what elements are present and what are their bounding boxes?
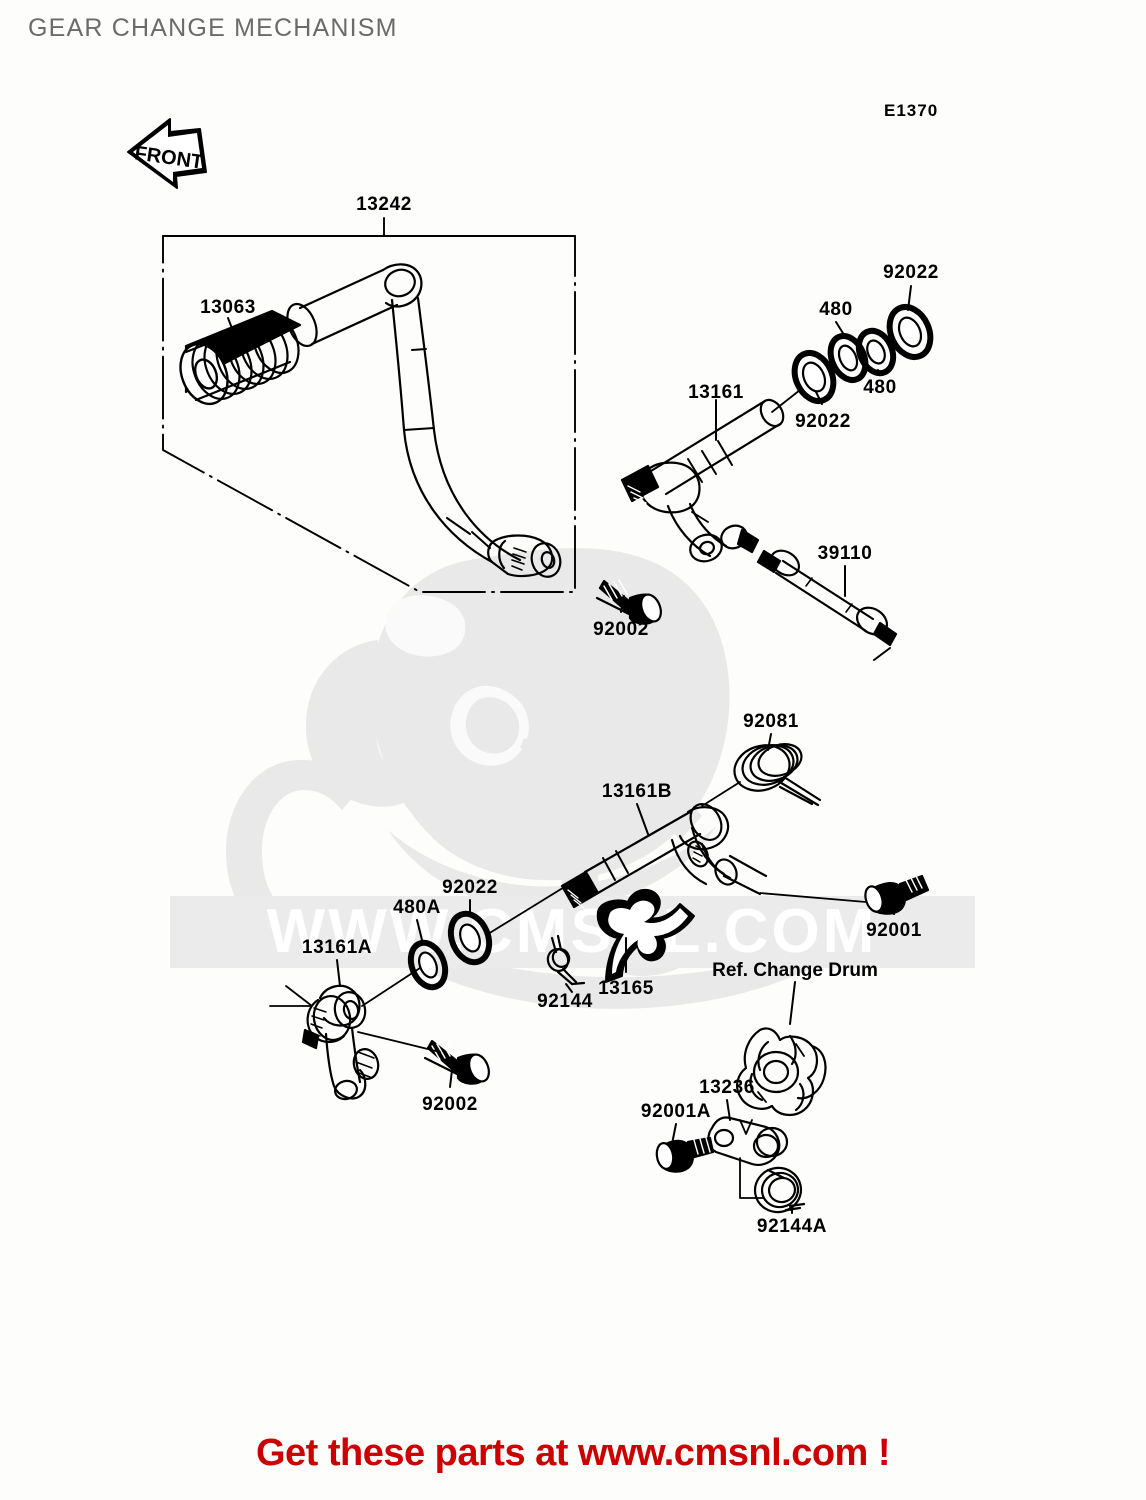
part-label-92144A: 92144A [756,1216,828,1237]
part-13161A-shift-arm-lower [301,984,380,1101]
leader-13161A-arrow [269,985,313,1007]
watermark-url: WWW.CMSNL.COM [267,897,878,966]
leader-washer-shaft-link [487,885,567,935]
leader-480b [875,369,879,373]
part-92001-bolt [864,874,930,915]
leader-92002b-link [357,1031,441,1053]
part-label-92001: 92001 [866,920,922,941]
part-label-13161A: 13161A [301,937,373,958]
part-label-92002-upper: 92002 [593,619,649,640]
part-92144A-spring-positioner [753,1166,806,1214]
part-label-480-lower: 480 [863,377,897,398]
part-label-92022-mid: 92022 [795,411,851,432]
leader-92002b [449,1069,453,1088]
leader-92001-link [759,892,867,903]
washer-stack [791,304,934,404]
leader-92001 [889,901,895,915]
part-480A-washer [407,939,449,991]
leader-13063 [227,317,239,345]
part-label-13242: 13242 [356,194,412,215]
leader-92081-link [701,781,741,807]
part-480-washer-2 [855,327,897,377]
part-ref-change-drum [736,1027,827,1116]
ref-label-change-drum: Ref. Change Drum [712,960,878,981]
leader-13236 [726,1099,731,1121]
leader-washer-link [771,389,801,413]
part-92001A-bolt [655,1136,715,1173]
leader-92001A [671,1123,677,1145]
leader-39110-end [873,647,891,661]
front-arrow-icon: FRONT [127,118,207,189]
part-label-92081: 92081 [743,711,799,732]
part-13161B-shift-shaft-arm [560,803,768,909]
leader-92144 [565,983,573,993]
leader-480A [416,919,424,945]
part-92002-bolt-upper [595,579,662,625]
part-label-13063: 13063 [200,297,256,318]
part-92022-washer-2 [886,304,934,360]
leader-13161A [336,959,341,987]
assembly-boundary-13242 [162,235,576,593]
part-label-92144: 92144 [537,991,593,1012]
part-13165-pawl-holder [596,888,695,983]
part-label-13236: 13236 [699,1077,755,1098]
part-480-washer-1 [827,333,869,383]
part-label-92022-lower: 92022 [442,877,498,898]
diagram-code: E1370 [884,101,939,120]
part-92022-washer-lower [447,910,493,966]
part-39110-tie-rod [756,549,898,647]
leader-92002a [620,595,625,613]
part-label-92022-upper-right: 92022 [883,262,939,283]
leader-92081 [767,733,772,751]
footer-cta[interactable]: Get these parts at www.cmsnl.com ! [255,1432,891,1474]
leader-92022a [907,285,912,311]
part-92081-return-spring [733,743,822,807]
part-92022-washer-1 [791,350,837,404]
part-92144-spring-pawl [546,934,586,986]
leader-13161B [636,803,649,835]
part-label-13161: 13161 [688,382,744,403]
part-13161-shift-shaft [620,398,785,563]
part-13242-gear-change-lever [286,263,562,578]
part-label-92002-lower: 92002 [422,1094,478,1115]
leader-92022b [815,391,823,405]
part-13063-pedal-rubber [179,309,302,406]
page-title: GEAR CHANGE MECHANISM [28,14,398,42]
part-label-480A: 480A [393,897,441,918]
part-label-39110: 39110 [817,543,873,564]
part-92002-bolt-lower [423,1039,490,1085]
part-label-13161B: 13161B [601,781,673,802]
part-label-480-upper: 480 [819,299,853,320]
part-13236-drum-positioner-lever [707,1116,789,1166]
leader-13161A-link [361,967,421,1007]
leader-change-drum [789,981,796,1025]
leader-92144A-link [739,1157,765,1199]
leader-480a [835,321,847,339]
part-label-92001A: 92001A [640,1101,712,1122]
part-label-13165: 13165 [598,978,654,999]
